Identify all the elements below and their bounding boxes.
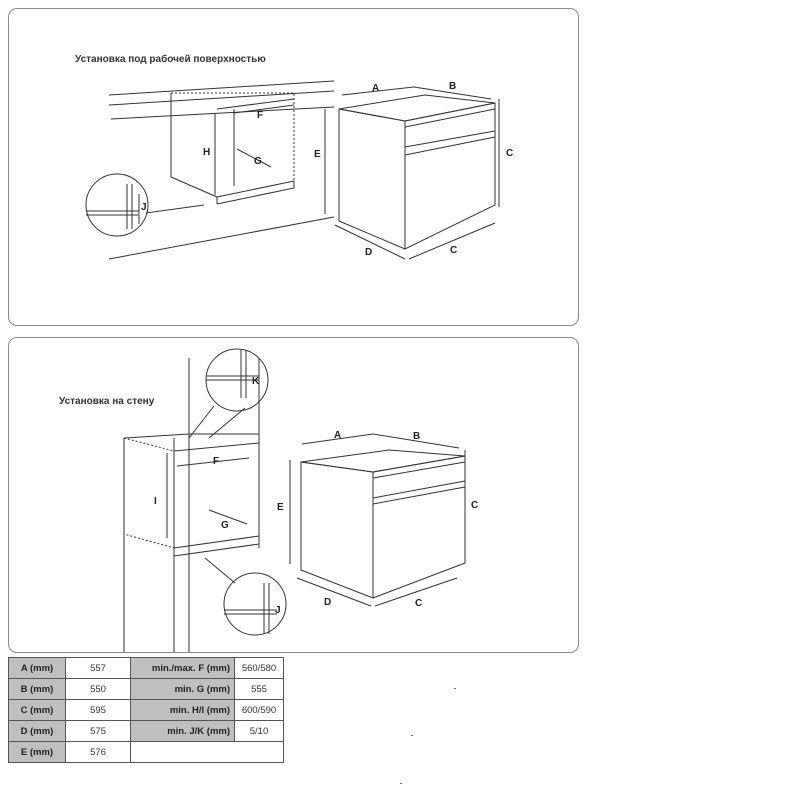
panel-caption: Установка на стену: [59, 396, 155, 407]
dim-label-a: A: [334, 430, 341, 441]
dim-label-j: J: [141, 202, 147, 213]
dim-label-b: B: [449, 81, 456, 92]
dim-label-b: B: [413, 431, 420, 442]
dim-label-c-bottom: C: [415, 598, 422, 609]
dim-name-cell: A (mm): [8, 657, 66, 679]
dim-name-cell: B (mm): [8, 678, 66, 700]
dim-value-cell: 575: [65, 720, 131, 742]
dim-label-c-bottom: C: [450, 245, 457, 256]
table-row: A (mm) 557 min./max. F (mm) 560/580: [8, 657, 284, 679]
install-under-worktop-panel: Установка под рабочей поверхностью: [8, 8, 579, 326]
panel-caption: Установка под рабочей поверхностью: [75, 54, 266, 65]
table-row: D (mm) 575 min. J/K (mm) 5/10: [8, 720, 284, 742]
dim-label-k: K: [252, 376, 260, 387]
scan-speck: [454, 688, 456, 689]
dim-label-d: D: [365, 247, 372, 258]
req-name-cell: min. G (mm): [130, 678, 235, 700]
dimensions-table: A (mm) 557 min./max. F (mm) 560/580 B (m…: [8, 657, 284, 763]
scan-speck: [411, 735, 413, 736]
table-row: E (mm) 576: [8, 741, 284, 763]
dim-name-cell: E (mm): [8, 741, 66, 763]
dim-label-f: F: [257, 110, 263, 121]
dim-label-f: F: [213, 456, 219, 467]
dim-label-j: J: [275, 605, 281, 616]
table-row: B (mm) 550 min. G (mm) 555: [8, 678, 284, 700]
dim-value-cell: 576: [65, 741, 131, 763]
req-value-cell: 600/590: [234, 699, 284, 721]
dim-label-g: G: [254, 156, 262, 167]
empty-cell: [130, 741, 284, 763]
req-name-cell: min./max. F (mm): [130, 657, 235, 679]
dim-label-c: C: [471, 500, 478, 511]
req-value-cell: 560/580: [234, 657, 284, 679]
install-in-column-panel: Установка на стену: [8, 337, 579, 653]
dim-name-cell: C (mm): [8, 699, 66, 721]
wall-column-diagram: A B C C D E F G I K J: [123, 348, 478, 652]
req-name-cell: min. J/K (mm): [130, 720, 235, 742]
dim-label-c: C: [506, 148, 513, 159]
dim-name-cell: D (mm): [8, 720, 66, 742]
dim-value-cell: 595: [65, 699, 131, 721]
scan-speck: [400, 783, 402, 784]
dim-label-a: A: [372, 83, 379, 94]
under-worktop-diagram: A B C C D E F G H J: [85, 80, 513, 260]
dim-label-d: D: [324, 597, 331, 608]
req-value-cell: 555: [234, 678, 284, 700]
dim-value-cell: 557: [65, 657, 131, 679]
dim-label-e: E: [277, 502, 284, 513]
dim-label-i: I: [154, 496, 157, 507]
req-value-cell: 5/10: [234, 720, 284, 742]
dim-value-cell: 550: [65, 678, 131, 700]
table-row: C (mm) 595 min. H/I (mm) 600/590: [8, 699, 284, 721]
dim-label-e: E: [314, 149, 321, 160]
req-name-cell: min. H/I (mm): [130, 699, 235, 721]
dim-label-h: H: [203, 147, 210, 158]
dim-label-g: G: [221, 520, 229, 531]
